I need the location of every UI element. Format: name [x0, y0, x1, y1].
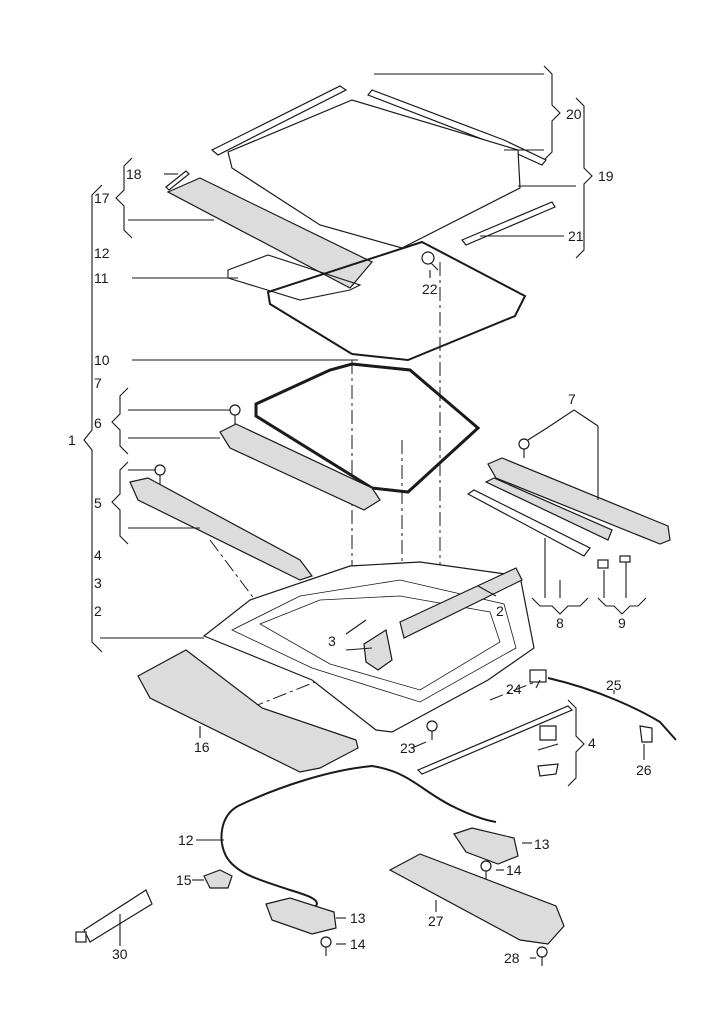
- callout-16: 16: [194, 739, 210, 755]
- side-rail-2: [399, 567, 523, 639]
- callout-23: 23: [400, 740, 416, 756]
- callout-21: 21: [568, 228, 584, 244]
- clip-9b: [619, 555, 631, 563]
- callout-13-upper: 13: [534, 836, 550, 852]
- clips-4: [537, 725, 559, 777]
- callout-25: 25: [606, 677, 622, 693]
- bracket-1: [83, 184, 103, 653]
- cable-harness: [220, 765, 373, 907]
- callout-3-left: 3: [94, 575, 102, 591]
- callout-7-left: 7: [94, 375, 102, 391]
- grease-tube-30: [83, 889, 153, 943]
- bracket-7: [549, 409, 599, 427]
- bracket-6: [111, 387, 129, 455]
- callout-20: 20: [566, 106, 582, 122]
- rear-trim-16: [137, 649, 359, 773]
- callout-6: 6: [94, 415, 102, 431]
- callout-26: 26: [636, 762, 652, 778]
- bracket-part-3: [363, 629, 393, 671]
- callout-28: 28: [504, 950, 520, 966]
- trim-strip-21: [461, 201, 556, 246]
- cover-27: [388, 853, 565, 945]
- callout-2-right: 2: [496, 603, 504, 619]
- callout-15: 15: [176, 872, 192, 888]
- callout-9: 9: [618, 615, 626, 631]
- trim-strip-4: [416, 705, 574, 775]
- callout-3-right: 3: [328, 633, 336, 649]
- callout-17: 17: [94, 190, 110, 206]
- callout-8: 8: [556, 615, 564, 631]
- trim-strip-18: [165, 170, 190, 191]
- callout-5: 5: [94, 495, 102, 511]
- callout-19: 19: [598, 168, 614, 184]
- bracket-19: [575, 97, 593, 259]
- screw-22: [421, 251, 439, 271]
- seal-large: [266, 240, 527, 362]
- screw-14-upper: [480, 860, 492, 880]
- callout-22: 22: [422, 281, 438, 297]
- screw-7: [518, 438, 530, 458]
- callout-12-bottom: 12: [178, 832, 194, 848]
- hose-fitting-26: [639, 725, 653, 743]
- callout-14-upper: 14: [506, 862, 522, 878]
- seal-frame-10: [254, 362, 481, 494]
- callout-7-right: 7: [568, 391, 576, 407]
- callout-11: 11: [94, 270, 109, 286]
- right-guide-rail: [487, 457, 671, 545]
- callout-2-left: 2: [94, 603, 102, 619]
- bracket-9: [597, 597, 647, 615]
- drain-rail-lower: [466, 489, 591, 557]
- connector-24: [529, 669, 547, 683]
- callout-13-lower: 13: [350, 910, 366, 926]
- screw-28: [536, 946, 548, 966]
- clip-9a: [597, 559, 609, 569]
- callout-10: 10: [94, 352, 110, 368]
- callout-27: 27: [428, 913, 444, 929]
- motor-13-lower: [265, 897, 337, 935]
- wind-deflector: [166, 177, 373, 289]
- screw-5: [154, 464, 166, 484]
- drain-rail-upper: [484, 477, 613, 541]
- bracket-20: [543, 65, 561, 161]
- callout-30: 30: [112, 946, 128, 962]
- bracket-17: [115, 157, 133, 239]
- callout-12-top: 12: [94, 245, 110, 261]
- control-unit-15: [203, 869, 233, 889]
- glass-panel: [227, 99, 521, 249]
- motor-13-upper: [453, 827, 519, 865]
- bracket-5: [111, 461, 129, 545]
- callout-4-left: 4: [94, 547, 102, 563]
- callout-4-right: 4: [588, 735, 596, 751]
- callout-14-lower: 14: [350, 936, 366, 952]
- callout-24: 24: [506, 681, 522, 697]
- bracket-8: [531, 597, 589, 615]
- front-crossmember: [219, 423, 381, 511]
- callout-1: 1: [68, 432, 76, 448]
- drain-hose: [547, 677, 677, 741]
- bracket-4: [567, 699, 585, 787]
- screw-14-lower: [320, 936, 332, 956]
- callout-18: 18: [126, 166, 142, 182]
- left-guide-rail: [129, 477, 313, 581]
- screw-6: [229, 404, 241, 424]
- screw-23: [426, 720, 438, 740]
